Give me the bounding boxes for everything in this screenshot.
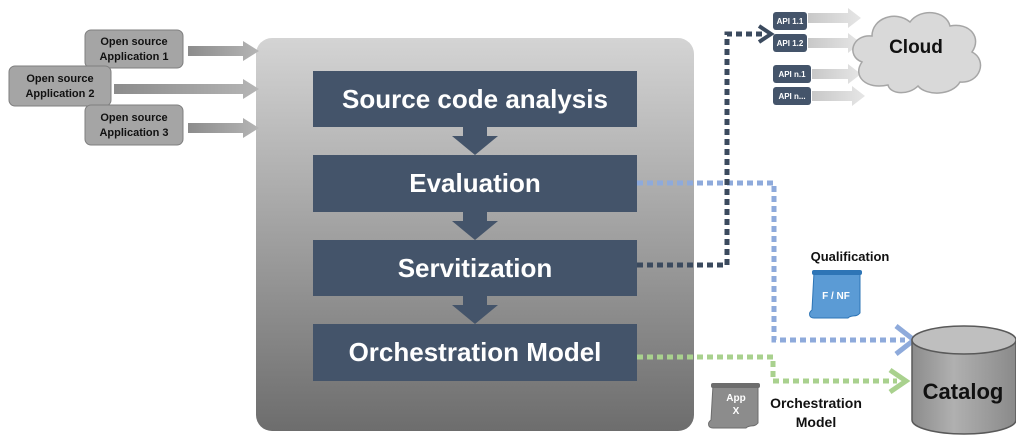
cloud-label: Cloud — [889, 37, 943, 58]
app-doc-line2: X — [733, 406, 740, 417]
api-1-2-arrow — [808, 33, 861, 53]
step-evaluation-box — [313, 155, 637, 212]
input-app-2-line1: Open source — [26, 73, 93, 85]
evaluation-to-catalog-link — [637, 180, 905, 343]
orchestration-link-arrowhead — [888, 367, 911, 395]
input-arrow-2 — [114, 79, 259, 99]
input-app-3-line1: Open source — [100, 112, 167, 124]
cloud-icon — [852, 12, 982, 94]
app-doc-line1: App — [726, 393, 745, 404]
step-source-code-analysis-label: Source code analysis — [342, 84, 608, 114]
qualification-title: Qualification — [811, 249, 890, 264]
api-n-1-label: API n.1 — [778, 70, 806, 79]
step-servitization-label: Servitization — [398, 253, 553, 283]
input-app-3-line2: Application 3 — [99, 127, 168, 139]
catalog-database-icon — [911, 325, 1016, 435]
api-1-1-label: API 1.1 — [777, 17, 804, 26]
api-n-1-box — [773, 65, 811, 83]
orchestration-to-catalog-link — [637, 354, 897, 384]
input-arrow-1 — [188, 41, 259, 61]
api-1-1-arrow — [808, 8, 861, 28]
servitization-to-api-link — [637, 31, 763, 268]
api-1-2-label: API 1.2 — [777, 39, 804, 48]
step-source-code-analysis-box — [313, 71, 637, 127]
servitization-link-arrowhead — [757, 24, 775, 44]
input-app-2-line2: Application 2 — [25, 88, 94, 100]
api-n-dots-label: API n... — [778, 92, 805, 101]
step-arrow-3 — [452, 296, 498, 324]
api-n-dots-box — [773, 87, 811, 105]
step-servitization-box — [313, 240, 637, 296]
input-app-1: Open source Application 1 — [84, 29, 184, 69]
input-app-1-line2: Application 1 — [99, 51, 168, 63]
input-app-2: Open source Application 2 — [8, 65, 112, 107]
api-1-1-box — [773, 12, 807, 30]
step-evaluation-label: Evaluation — [409, 168, 540, 198]
step-arrow-1 — [452, 127, 498, 155]
step-orchestration-model-box — [313, 324, 637, 381]
qualification-doc-label: F / NF — [822, 291, 850, 302]
orchestration-caption-line1: Orchestration — [770, 395, 862, 411]
catalog-label: Catalog — [923, 379, 1004, 404]
input-app-1-line1: Open source — [100, 36, 167, 48]
input-app-3: Open source Application 3 — [84, 104, 184, 146]
step-orchestration-model-label: Orchestration Model — [349, 337, 602, 367]
app-document-icon — [708, 383, 760, 429]
api-n-1-arrow — [812, 64, 861, 84]
api-n-dots-arrow — [812, 86, 865, 106]
orchestration-caption-line2: Model — [796, 414, 836, 430]
qualification-doc-icon — [809, 270, 862, 319]
api-1-2-box — [773, 34, 807, 52]
input-arrow-3 — [188, 118, 259, 138]
step-arrow-2 — [452, 212, 498, 240]
